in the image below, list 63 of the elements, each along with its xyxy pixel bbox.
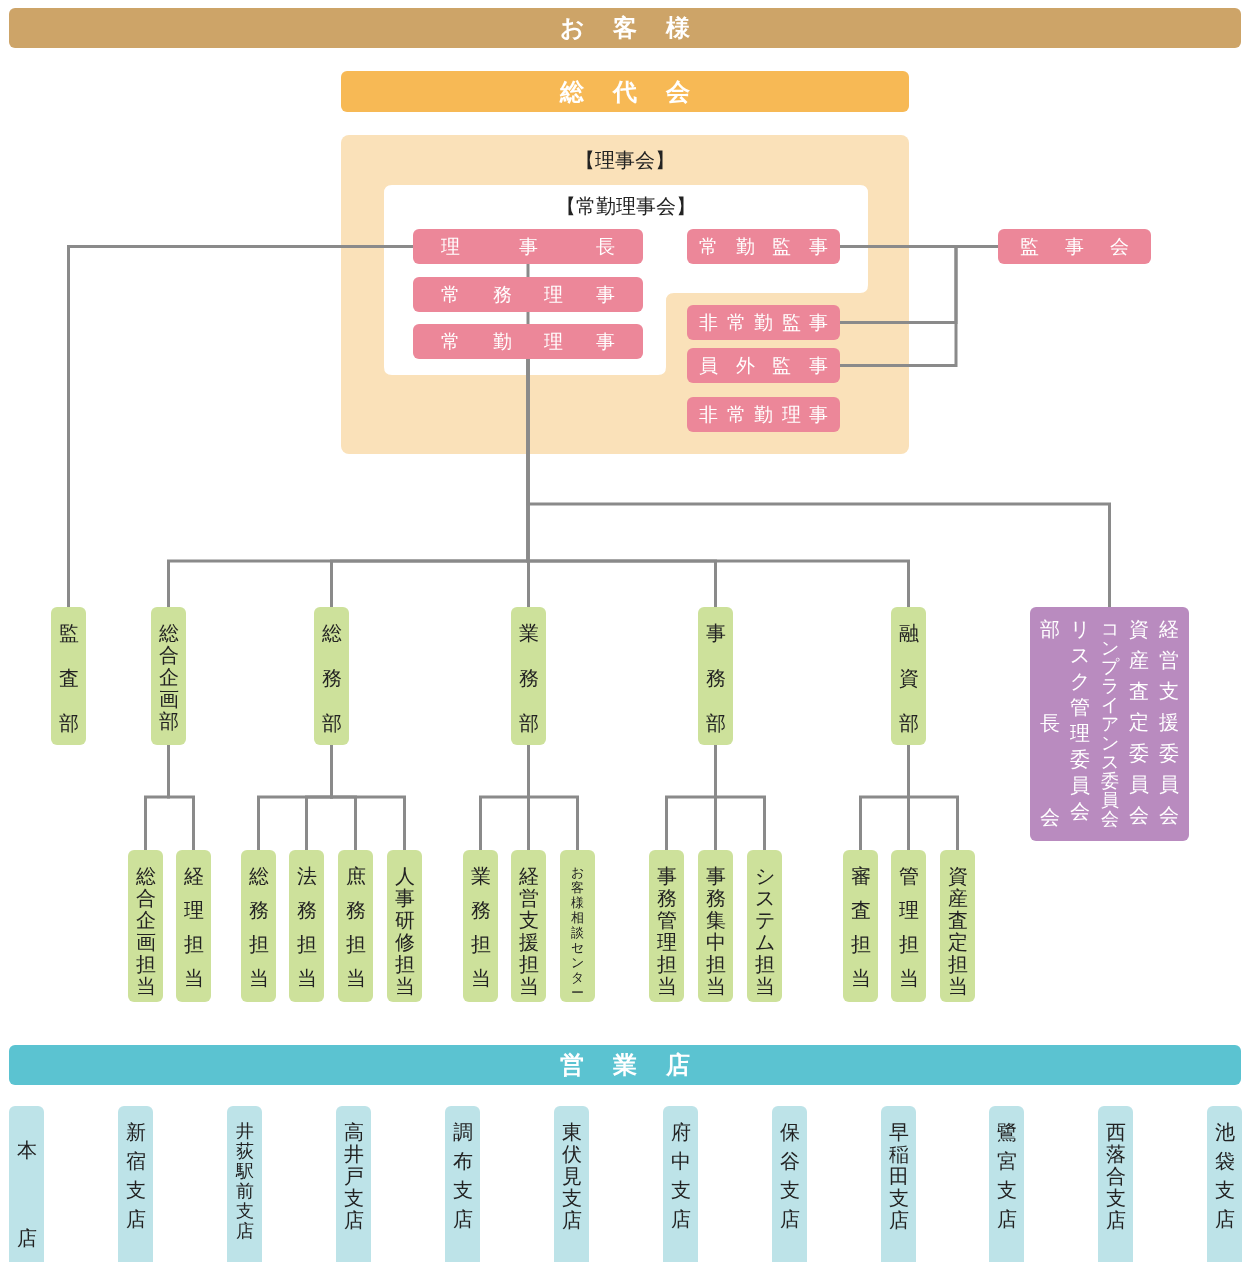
connector-line — [526, 312, 530, 324]
branch-box: 池袋支店 — [1207, 1106, 1242, 1262]
branch-box: 早稲田支店 — [881, 1106, 916, 1262]
role-box: 常勤理事 — [413, 324, 643, 359]
board-panel — [384, 185, 868, 375]
department-box: 事務部 — [698, 607, 733, 745]
section-box: 経理担当 — [176, 850, 211, 1002]
branch-box: 府中支店 — [663, 1106, 698, 1262]
connector-line — [840, 245, 998, 367]
top-band: お客様 — [9, 8, 1241, 48]
section-box: 管理担当 — [891, 850, 926, 1002]
connector-line — [167, 745, 195, 850]
committee-name: 部長会 — [1040, 616, 1060, 829]
header-band: 総代会 — [341, 71, 909, 112]
branch-box: 本店 — [9, 1106, 44, 1262]
branch-box: 井荻駅前支店 — [227, 1106, 262, 1262]
connector-line — [526, 264, 530, 277]
section-box: 業務担当 — [463, 850, 498, 1002]
role-box: 非常勤監事 — [687, 305, 840, 340]
panel-heading: 【常勤理事会】 — [555, 193, 697, 220]
department-box: 監査部 — [51, 607, 86, 745]
committee-name: 資産査定委員会 — [1128, 615, 1149, 829]
connector-line — [330, 745, 406, 850]
branch-box: 新宿支店 — [118, 1106, 153, 1262]
section-box: 法務担当 — [289, 850, 324, 1002]
connector-line — [527, 745, 579, 850]
department-box: 業務部 — [511, 607, 546, 745]
section-box: 事務集中担当 — [698, 850, 733, 1002]
section-box: システム担当 — [747, 850, 782, 1002]
section-box: 資産査定担当 — [940, 850, 975, 1002]
branch-box: 保谷支店 — [772, 1106, 807, 1262]
committee-name: コンプライアンス委員会 — [1100, 618, 1119, 829]
role-box: 理事長 — [413, 229, 643, 264]
connector-line — [67, 245, 413, 607]
role-box: 常務理事 — [413, 277, 643, 312]
panel-heading: 【理事会】 — [574, 147, 676, 174]
role-box: 員外監事 — [687, 348, 840, 383]
section-box: 審査担当 — [843, 850, 878, 1002]
branch-box: 調布支店 — [445, 1106, 480, 1262]
section-box: 総合企画担当 — [128, 850, 163, 1002]
department-box: 総務部 — [314, 607, 349, 745]
section-box: お客様相談センター — [560, 850, 595, 1002]
committee-name: リスク管理委員会 — [1070, 616, 1091, 825]
role-box: 非常勤理事 — [687, 397, 840, 432]
section-box: 総務担当 — [241, 850, 276, 1002]
section-box: 経営支援担当 — [511, 850, 546, 1002]
branch-box: 西落合支店 — [1098, 1106, 1133, 1262]
committee-name: 経営支援委員会 — [1159, 615, 1179, 829]
role-box: 監事会 — [998, 229, 1151, 264]
branch-box: 東伏見支店 — [554, 1106, 589, 1262]
branch-box: 鷺宮支店 — [989, 1106, 1024, 1262]
connector-line — [714, 745, 766, 850]
section-box: 事務管理担当 — [649, 850, 684, 1002]
role-box: 常勤監事 — [687, 229, 840, 264]
connector-line — [907, 745, 959, 850]
board-panel — [341, 135, 909, 454]
sales-band: 営業店 — [9, 1045, 1241, 1085]
section-box: 人事研修担当 — [387, 850, 422, 1002]
branch-box: 高井戸支店 — [336, 1106, 371, 1262]
department-box: 総合企画部 — [151, 607, 186, 745]
committee-panel — [1030, 607, 1189, 841]
section-box: 庶務担当 — [338, 850, 373, 1002]
department-box: 融資部 — [891, 607, 926, 745]
